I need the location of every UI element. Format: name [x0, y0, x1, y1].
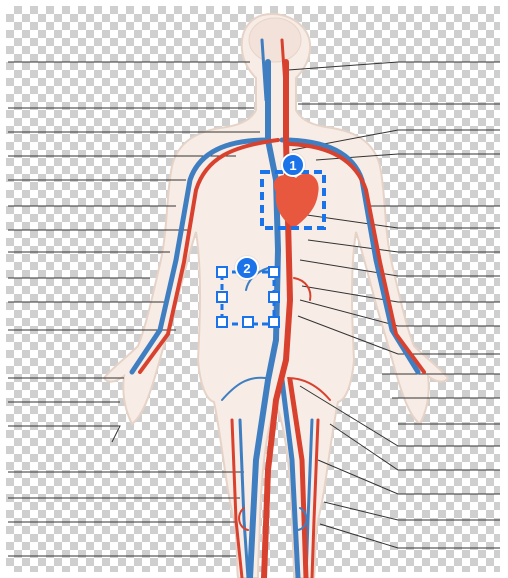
hotspot-marker-1-label: 1	[289, 158, 296, 173]
hotspot-marker-1[interactable]: 1	[281, 153, 305, 177]
leader-line	[324, 502, 500, 520]
resize-handle-top-left[interactable]	[216, 266, 228, 278]
resize-handle-bottom-middle[interactable]	[242, 316, 254, 328]
hotspot-marker-2-label: 2	[243, 261, 250, 276]
resize-handle-bottom-right[interactable]	[268, 316, 280, 328]
leader-line	[8, 426, 120, 442]
leader-line	[320, 524, 500, 548]
resize-handle-middle-right[interactable]	[268, 291, 280, 303]
leader-line	[288, 62, 500, 70]
resize-handle-top-right[interactable]	[268, 266, 280, 278]
resize-handle-middle-left[interactable]	[216, 291, 228, 303]
resize-handle-bottom-left[interactable]	[216, 316, 228, 328]
hotspot-marker-2[interactable]: 2	[235, 256, 259, 280]
brain-shape	[249, 18, 301, 62]
leader-line	[330, 424, 500, 470]
leader-line	[318, 460, 500, 494]
